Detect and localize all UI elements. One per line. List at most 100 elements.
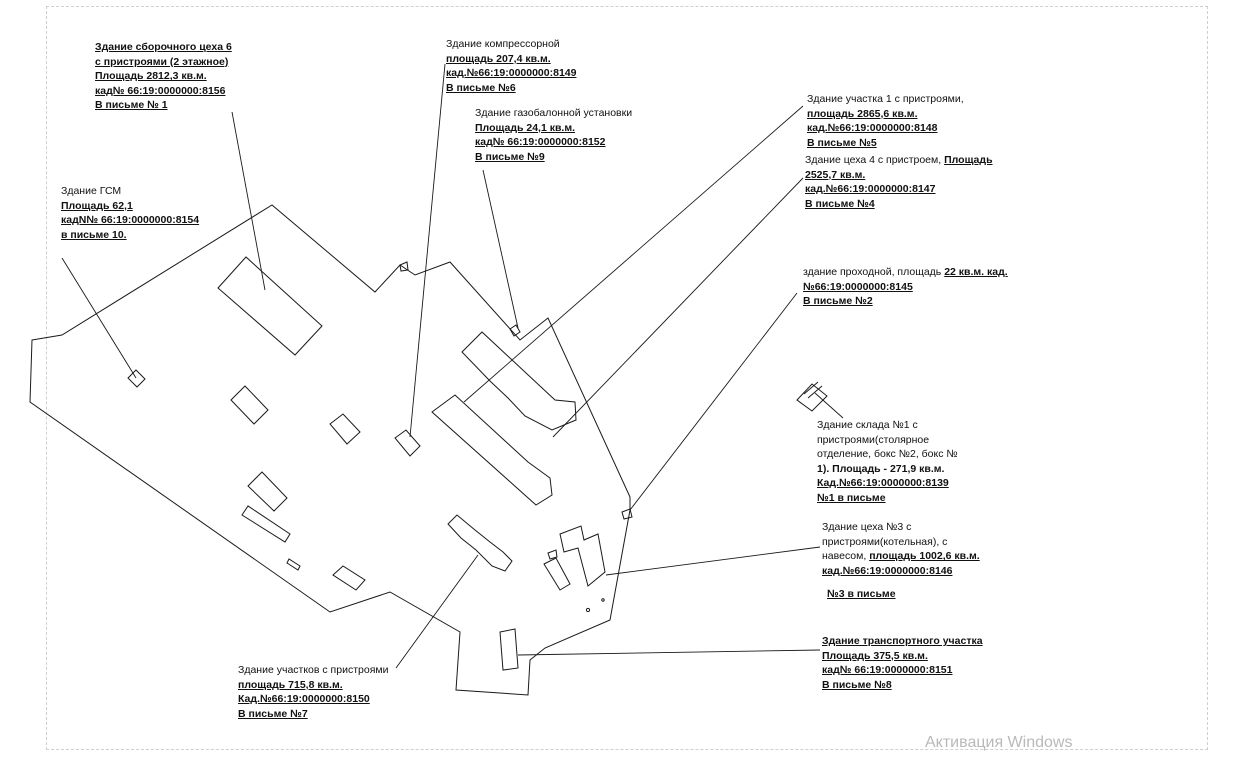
site-boundary [29,204,631,696]
label-shop4-area-word: Площадь [944,154,993,166]
label-transport-cad: кад№ 66:19:0000000:8151 [822,664,953,677]
label-transport-area: Площадь 375,5 кв.м. [822,649,928,662]
label-sections: Здание участков с пристроями площадь 715… [238,663,388,721]
label-shop6-title: Здание сборочного цеха 6 [95,41,232,53]
leader-warehouse [814,392,844,419]
label-shop6-sub: с пристроями (2 этажное) [95,55,229,68]
label-checkpoint: здание проходной, площадь 22 кв.м. кад. … [803,265,1008,309]
building-compressor [394,429,421,457]
label-gas: Здание газобалонной установки Площадь 24… [475,106,632,164]
building-warehouse-div [803,381,819,395]
label-warehouse: Здание склада №1 с пристроями(столярное … [817,418,958,506]
label-section1: Здание участка 1 с пристроями, площадь 2… [807,92,964,150]
label-gsm-letter: в письме 10. [61,228,127,241]
building-shop4 [431,394,553,506]
building-shop3-small [547,549,558,560]
label-gsm: Здание ГСМ Площадь 62,1 кадN№ 66:19:0000… [61,184,199,242]
label-shop6: Здание сборочного цеха 6 с пристроями (2… [95,40,232,113]
label-shop4-cad: кад.№66:19:0000000:8147 [805,183,936,196]
label-gas-cad: кад№ 66:19:0000000:8152 [475,136,606,149]
windows-activation-watermark: Активация Windows [925,734,1073,751]
label-compressor-letter: В письме №6 [446,81,516,94]
label-shop6-letter: В письме № 1 [95,99,168,112]
label-shop3-area: площадь 1002,6 кв.м. [869,550,980,563]
leader-compressor [409,63,446,438]
label-checkpoint-area: 22 кв.м. кад. [944,266,1008,278]
label-checkpoint-letter: В письме №2 [803,295,873,308]
label-shop6-area: Площадь 2812,3 кв.м. [95,70,207,83]
leader-shop6 [231,111,266,291]
label-gas-area: Площадь 24,1 кв.м. [475,121,576,134]
building-f [332,565,366,591]
label-transport-title: Здание транспортного участка [822,635,983,647]
label-shop3-title: Здание цеха №3 с [822,521,912,533]
sheet-border [46,6,1208,750]
building-transport [499,628,519,671]
building-shop3 [559,525,606,587]
label-section1-cad: кад.№66:19:0000000:8148 [807,122,938,135]
marker-top [399,261,409,272]
label-shop3-cad: кад.№66:19:0000000:8146 [822,564,953,577]
label-checkpoint-title: здание проходной, площадь [803,266,945,278]
label-gsm-cad: кадN№ 66:19:0000000:8154 [61,214,200,227]
label-gsm-area: Площадь 62,1 [61,199,133,212]
leader-gas [482,169,519,329]
building-c [247,471,288,512]
label-warehouse-title: Здание склада №1 с [817,419,918,431]
label-warehouse-cad: Кад.№66:19:0000000:8139 [817,477,949,490]
building-gas [509,324,521,337]
label-gsm-title: Здание ГСМ [61,185,122,197]
leader-sections [395,554,479,669]
label-shop4-letter: В письме №4 [805,197,875,210]
leader-shop4 [552,177,804,438]
label-sections-area: площадь 715,8 кв.м. [238,678,343,691]
building-shop6 [217,256,323,356]
label-sections-cad: Кад.№66:19:0000000:8150 [238,693,370,706]
building-checkpoint [621,508,633,520]
building-gsm [127,369,146,388]
building-warehouse [796,383,828,412]
label-shop6-cad: кад№ 66:19:0000000:8156 [95,84,226,97]
label-shop3-letter: №3 в письме [827,588,896,601]
label-gas-letter: В письме №9 [475,150,545,163]
label-checkpoint-cad: №66:19:0000000:8145 [803,280,913,293]
label-compressor: Здание компрессорной площадь 207,4 кв.м.… [446,37,576,95]
label-compressor-title: Здание компрессорной [446,38,560,50]
label-warehouse-area: 1). Площадь - 271,9 кв.м. [817,462,945,475]
label-sections-letter: В письме №7 [238,707,308,720]
label-shop3-sub: пристроями(котельная), с [822,535,948,548]
leader-section1 [463,105,804,403]
building-warehouse-div2 [807,385,823,399]
label-shop4: Здание цеха 4 с пристроем, Площадь 2525,… [805,153,993,211]
label-gas-title: Здание газобалонной установки [475,107,633,119]
label-section1-letter: В письме №5 [807,136,877,149]
label-transport-letter: В письме №8 [822,678,892,691]
label-shop4-title: Здание цеха 4 с пристроем, [805,154,945,166]
label-compressor-area: площадь 207,4 кв.м. [446,52,551,65]
label-warehouse-sub1: пристроями(столярное [817,433,930,446]
label-transport: Здание транспортного участка Площадь 375… [822,634,983,692]
building-sections [447,514,513,572]
building-section1 [461,331,577,431]
label-section1-area: площадь 2865,6 кв.м. [807,107,918,120]
label-compressor-cad: кад.№66:19:0000000:8149 [446,67,577,80]
leader-shop3 [605,546,821,576]
building-a [230,385,269,425]
leader-checkpoint [629,292,798,511]
building-shop3-annex [543,557,571,591]
label-warehouse-sub2: отделение, бокс №2, бокс № [817,448,958,461]
building-b [329,413,361,445]
building-e [286,558,301,571]
label-sections-title: Здание участков с пристроями [238,664,389,676]
label-section1-title: Здание участка 1 с пристроями, [807,93,964,105]
label-shop4-area: 2525,7 кв.м. [805,168,866,181]
dot-1 [585,607,591,613]
label-warehouse-letter: №1 в письме [817,491,886,504]
leader-gsm [61,257,137,379]
building-d [241,505,291,543]
label-shop3-canopy: навесом, [822,550,870,563]
leader-transport [517,649,821,656]
dot-2 [601,598,605,602]
